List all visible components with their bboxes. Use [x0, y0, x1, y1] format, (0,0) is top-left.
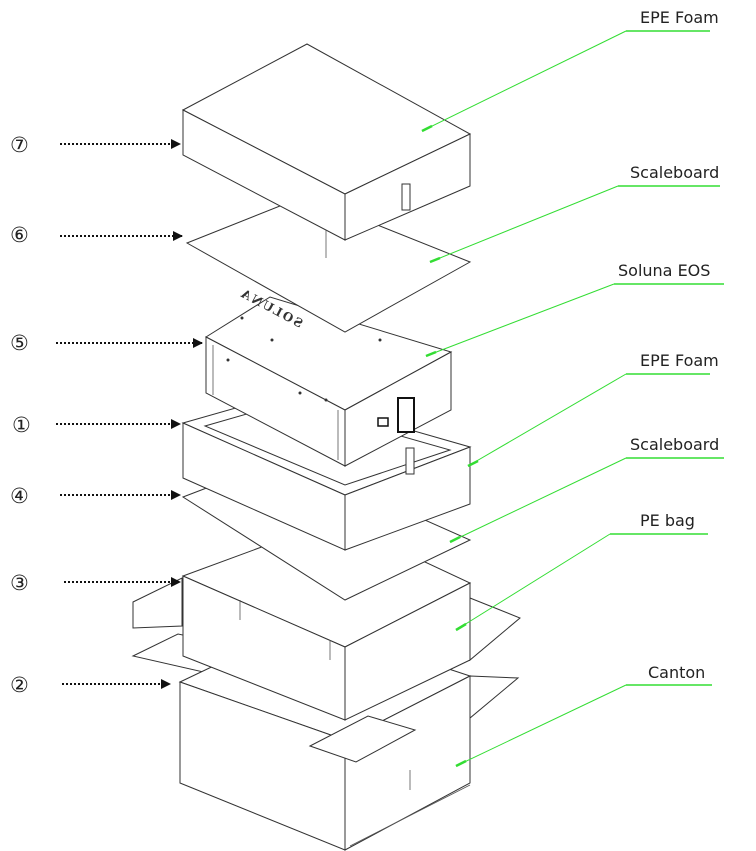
label-soluna-eos: Soluna EOS: [618, 261, 710, 280]
marker-4: ④: [10, 484, 29, 508]
leader-ticks: [421, 124, 479, 768]
label-epe-foam-top: EPE Foam: [640, 8, 719, 27]
step-markers: ⑦ ⑥ ⑤ ① ④ ③ ②: [10, 133, 203, 697]
part-labels: EPE Foam Scaleboard Soluna EOS EPE Foam …: [610, 8, 724, 686]
marker-5: ⑤: [10, 331, 29, 355]
scaleboard-upper: [185, 195, 472, 333]
soluna-eos-device: SOLUNA: [204, 286, 453, 467]
marker-3: ③: [10, 571, 29, 595]
epe-foam-top: [181, 43, 472, 258]
marker-1: ①: [12, 413, 31, 437]
label-pe-bag: PE bag: [640, 511, 695, 530]
marker-2: ②: [10, 673, 29, 697]
leader-lines: [421, 30, 627, 767]
label-canton: Canton: [648, 663, 705, 682]
marker-6: ⑥: [10, 223, 29, 247]
marker-7: ⑦: [10, 133, 29, 157]
label-scaleboard-lower: Scaleboard: [630, 435, 719, 454]
label-epe-foam-lower: EPE Foam: [640, 351, 719, 370]
label-scaleboard-upper: Scaleboard: [630, 163, 719, 182]
